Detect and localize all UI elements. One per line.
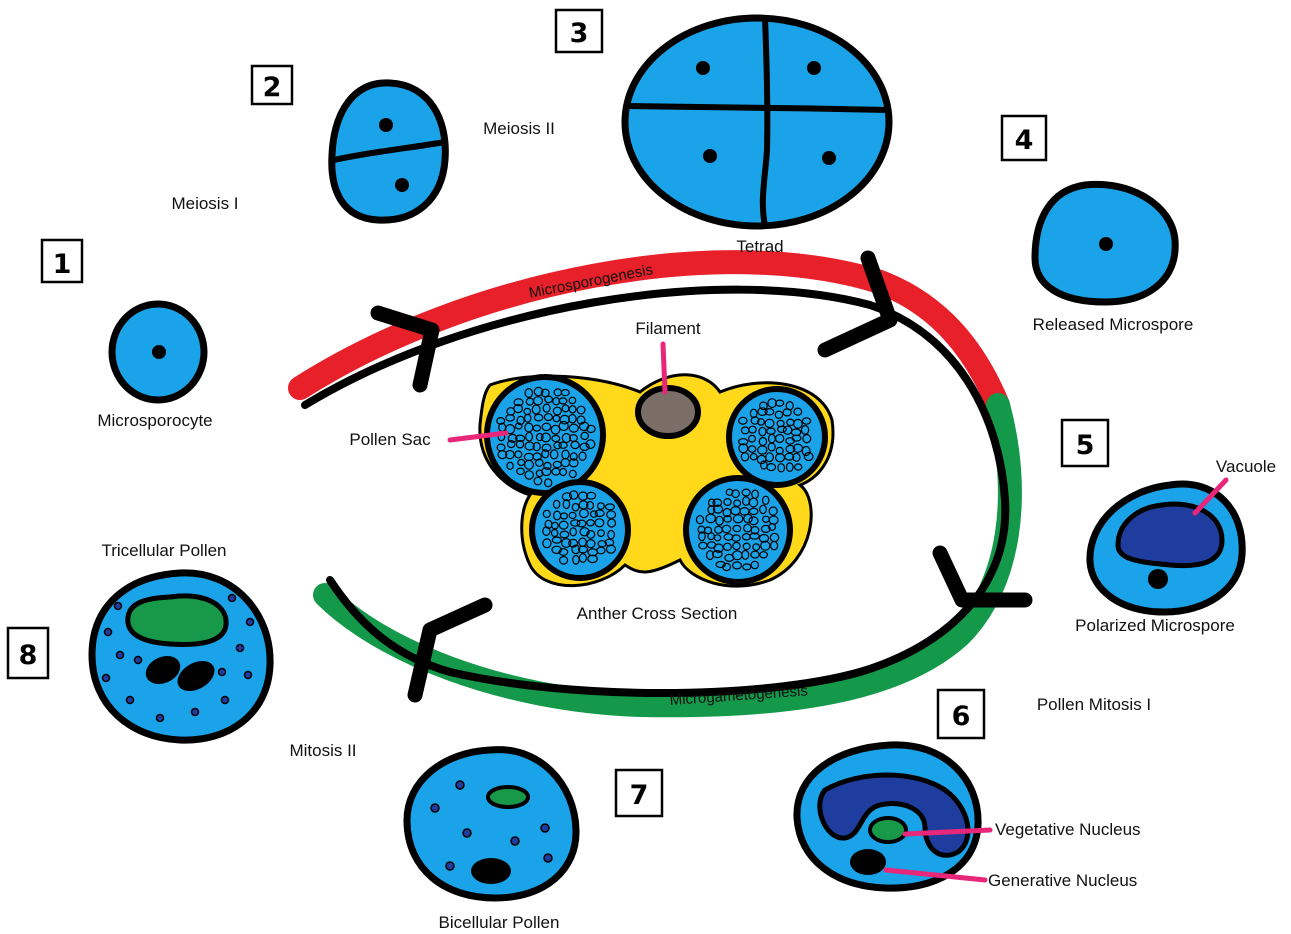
dyad-cell: [332, 83, 446, 220]
svg-text:1: 1: [53, 249, 72, 280]
svg-text:2: 2: [263, 72, 282, 103]
stage-number-7: 7: [616, 770, 662, 816]
stage-number-1: 1: [42, 240, 82, 282]
filament-label: Filament: [635, 319, 700, 338]
pollen-mitosis-cell: [797, 745, 990, 888]
filament-shape: [638, 388, 698, 436]
vegetative-nucleus-shape: [870, 818, 906, 842]
stage-number-2: 2: [252, 66, 292, 104]
microsporocyte-cell: [112, 304, 204, 400]
microsporocyte-label: Microsporocyte: [97, 411, 212, 430]
released-microspore-label: Released Microspore: [1033, 315, 1194, 334]
generative-nucleus-shape: [850, 849, 886, 875]
polarized-microspore-cell: [1090, 480, 1242, 612]
stage-number-5: 5: [1062, 420, 1108, 466]
stage-number-4: 4: [1002, 116, 1046, 160]
stage-number-8: 8: [8, 628, 48, 678]
svg-text:3: 3: [570, 18, 589, 49]
mitosis-2-label: Mitosis II: [289, 741, 356, 760]
vacuole-label: Vacuole: [1216, 457, 1276, 476]
generative-nucleus-label: Generative Nucleus: [988, 871, 1137, 890]
polarized-microspore-label: Polarized Microspore: [1075, 616, 1235, 635]
filament-pointer: [663, 344, 665, 392]
stage-number-3: 3: [556, 10, 602, 52]
meiosis-2-label: Meiosis II: [483, 119, 555, 138]
tetrad-cell: [625, 18, 889, 226]
bicellular-pollen-label: Bicellular Pollen: [439, 913, 560, 932]
anther-cross-section-label: Anther Cross Section: [577, 604, 738, 623]
pollen-sac-label: Pollen Sac: [349, 430, 431, 449]
anther-cross-section: [450, 344, 833, 586]
svg-text:5: 5: [1076, 430, 1095, 461]
svg-text:7: 7: [630, 780, 649, 811]
bicellular-pollen-cell: [407, 750, 576, 898]
released-microspore-cell: [1035, 184, 1175, 302]
vegetative-nucleus-label: Vegetative Nucleus: [995, 820, 1141, 839]
tricellular-pollen-cell: [92, 573, 270, 740]
stage-number-6: 6: [938, 690, 984, 738]
tricellular-pollen-label: Tricellular Pollen: [101, 541, 226, 560]
tetrad-label: Tetrad: [736, 237, 783, 256]
meiosis-1-label: Meiosis I: [171, 194, 238, 213]
svg-text:4: 4: [1015, 125, 1034, 156]
svg-text:6: 6: [952, 701, 971, 732]
svg-text:8: 8: [19, 640, 38, 671]
vacuole-shape: [1118, 504, 1222, 566]
pollen-mitosis-1-label: Pollen Mitosis I: [1037, 695, 1151, 714]
